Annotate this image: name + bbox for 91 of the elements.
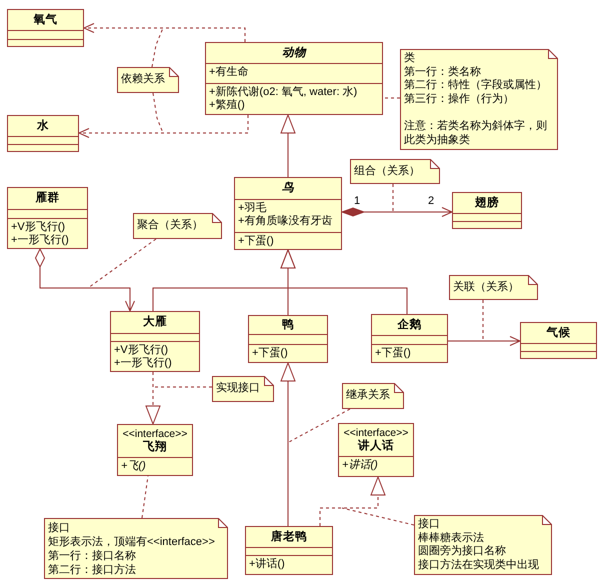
operation-text: +下蛋(): [238, 235, 274, 248]
class-name: 鸭: [282, 318, 294, 332]
class-box: [248, 315, 328, 363]
class-box: [371, 314, 448, 363]
class-name: 鸟: [282, 182, 294, 195]
class-box: [520, 322, 597, 359]
leader-line: [482, 300, 484, 342]
note: [414, 515, 552, 575]
class-name: 企鹅: [398, 318, 422, 332]
leader-line: [392, 184, 394, 212]
leader-line: [152, 28, 164, 68]
inheritance-arrow: [280, 114, 296, 178]
operation-text: +下蛋(): [375, 347, 411, 360]
note: [350, 159, 440, 184]
class-box: [7, 115, 79, 152]
note-text: 棒棒糖表示法: [418, 532, 484, 544]
class-box: [7, 9, 84, 47]
note: [44, 518, 228, 579]
class-name: 飞翔: [143, 441, 167, 454]
operation-text: +繁殖(): [209, 99, 245, 112]
note-text: 实现接口: [216, 381, 260, 395]
note-text: 接口方法在实现类中出现: [418, 558, 539, 572]
operation-text: +新陈代谢(o2: 氧气, water: 水): [209, 86, 358, 99]
note-text: 接口: [48, 521, 70, 535]
class-box: [234, 177, 342, 250]
class-name: 气候: [546, 326, 570, 340]
class-box: [205, 42, 383, 115]
leader-line: [342, 508, 414, 526]
note-text: 第一行：类名称: [404, 66, 481, 79]
note-text: 第二行：接口方法: [48, 563, 136, 577]
note: [117, 67, 179, 93]
attribute-text: +羽毛: [238, 202, 266, 215]
leader-line: [152, 386, 212, 388]
note-text: 接口: [418, 518, 440, 532]
realization-arrow: [320, 476, 386, 526]
operation-text: +飞(): [121, 460, 146, 473]
operation-text: +讲话(): [342, 459, 378, 472]
realization-arrow: [146, 372, 160, 424]
operation-text: +V形飞行(): [11, 221, 66, 234]
stereotype-label: <<interface>>: [122, 428, 188, 440]
interface-box: [338, 423, 414, 477]
note-text: 第一行：接口名称: [48, 549, 136, 563]
class-name: 大雁: [143, 316, 167, 329]
composition-arrow: [342, 207, 452, 217]
note: [400, 49, 558, 150]
class-name: 唐老鸭: [271, 530, 307, 544]
operation-text: +V形飞行(): [114, 344, 168, 357]
operation-text: +一形飞行(): [11, 234, 69, 247]
attribute-text: +有生命: [209, 66, 248, 79]
class-name: 讲人话: [358, 440, 394, 453]
note-text: 关联（关系）: [453, 280, 519, 294]
leader-line: [88, 238, 156, 288]
note: [342, 383, 404, 409]
class-box: [245, 526, 333, 575]
dependency-arrow: [84, 23, 246, 42]
attribute-text: +有角质喙没有牙齿: [238, 215, 332, 228]
note: [449, 275, 538, 300]
interface-box: [117, 424, 193, 476]
multiplicity-label: 1: [354, 195, 360, 208]
multiplicity-label: 2: [428, 195, 434, 208]
class-name: 雁群: [36, 192, 60, 205]
note-text: 聚合（关系）: [137, 218, 203, 232]
note: [212, 376, 274, 402]
class-box: [110, 311, 200, 372]
note: [133, 213, 222, 239]
inheritance-arrow: [280, 250, 408, 314]
note-text: 第二行：特性（字段或属性）: [404, 79, 547, 92]
note-text: 矩形表示法，顶端有<<interface>>: [48, 535, 215, 549]
aggregation-arrow: [35, 248, 135, 312]
class-name: 翅膀: [475, 196, 499, 210]
note-text: 注意：若类名称为斜体字，则此类为抽象类: [404, 120, 548, 147]
operation-text: +讲话(): [249, 558, 285, 571]
note-text: 第三行：操作（行为）: [404, 92, 514, 106]
class-name: 动物: [282, 46, 306, 60]
note-text: 依赖关系: [121, 72, 165, 86]
association-arrow: [448, 336, 520, 346]
class-box: [452, 192, 522, 229]
stereotype-label: <<interface>>: [344, 427, 408, 439]
note-text: 继承关系: [346, 388, 390, 402]
inheritance-arrow: [280, 362, 296, 526]
leader-line: [288, 408, 350, 442]
leader-line: [152, 92, 164, 134]
class-box: [7, 187, 88, 249]
note-text: 组合（关系）: [354, 164, 420, 178]
operation-text: +下蛋(): [252, 347, 288, 360]
note-text: 类: [404, 52, 415, 66]
operation-text: +一形飞行(): [114, 357, 172, 370]
class-name: 水: [37, 120, 49, 132]
class-name: 氧气: [34, 14, 58, 26]
note-text: 圆圈旁为接口名称: [418, 545, 506, 558]
dependency-arrow: [78, 114, 248, 138]
